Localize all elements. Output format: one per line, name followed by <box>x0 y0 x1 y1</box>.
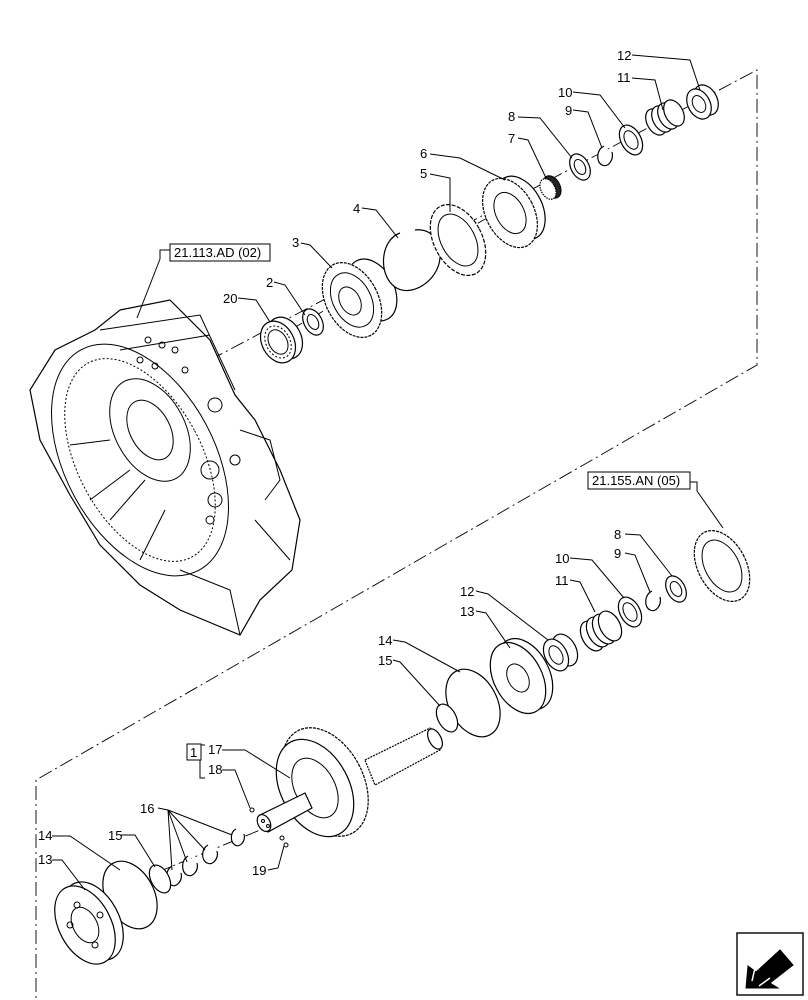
part-11-spring-lower <box>579 610 623 652</box>
reference-label-housing[interactable]: 21.113.AD (02) <box>136 243 271 319</box>
callout-16: 16 <box>140 801 154 816</box>
callout-19: 19 <box>252 863 266 878</box>
part-8-washer-lower <box>665 575 687 603</box>
part-20-bearing <box>259 316 304 364</box>
part-clutch-plate <box>693 530 751 602</box>
callout-20: 20 <box>223 291 237 306</box>
part-13-piston-left <box>54 881 124 965</box>
part-10-washer-upper <box>618 124 644 156</box>
part-16-snap-rings <box>166 828 245 887</box>
callout-3: 3 <box>292 235 299 250</box>
callout-6: 6 <box>420 146 427 161</box>
part-10-washer-lower <box>617 596 643 628</box>
part-15-seal-ring-left <box>148 864 172 894</box>
callout-13-right: 13 <box>460 604 474 619</box>
part-18-pin <box>249 807 255 813</box>
part-3-gear <box>321 258 398 338</box>
next-page-arrow-icon[interactable] <box>736 932 804 996</box>
callout-13-left: 13 <box>38 852 52 867</box>
reference-text-clutch-pack: 21.155.AN (05) <box>592 473 680 488</box>
callout-11-upper: 11 <box>617 70 631 85</box>
callout-9-lower: 9 <box>614 546 621 561</box>
part-9-snap-ring-lower <box>645 590 661 612</box>
part-12-cup-lower <box>542 633 579 672</box>
part-13-piston-lower <box>489 638 554 714</box>
part-11-spring-upper <box>645 99 685 136</box>
callout-8-lower: 8 <box>614 527 621 542</box>
callout-14-left: 14 <box>38 828 52 843</box>
part-7-pinion <box>539 175 562 200</box>
group-box: 1 <box>186 743 202 761</box>
part-12-cup-upper <box>686 84 719 120</box>
group-box-label: 1 <box>190 745 197 760</box>
callout-8-upper: 8 <box>508 109 515 124</box>
callout-11-lower: 11 <box>555 573 569 588</box>
reference-label-clutch-pack[interactable]: 21.155.AN (05) <box>587 471 724 529</box>
callout-12-upper: 12 <box>617 48 631 63</box>
callout-4: 4 <box>353 201 360 216</box>
callout-15-right: 15 <box>378 653 392 668</box>
transmission-housing <box>29 299 301 636</box>
part-6-clutch-hub <box>481 175 546 249</box>
callout-14-right: 14 <box>378 633 392 648</box>
callout-7: 7 <box>508 131 515 146</box>
part-17-shaft-gear <box>256 727 443 838</box>
callout-numbers: 12 11 10 9 8 7 6 5 4 3 2 20 8 9 10 11 12… <box>38 48 631 878</box>
callout-2: 2 <box>266 275 273 290</box>
part-2-ring <box>302 308 324 336</box>
callout-15-left: 15 <box>108 828 122 843</box>
part-5-clutch-disc <box>429 204 487 276</box>
part-9-snap-ring-upper <box>597 145 613 167</box>
callout-10-upper: 10 <box>558 85 572 100</box>
part-15-seal-ring-right <box>435 703 459 733</box>
reference-text-housing: 21.113.AD (02) <box>174 245 261 260</box>
callout-5: 5 <box>420 166 427 181</box>
callout-10-lower: 10 <box>555 551 569 566</box>
callout-17: 17 <box>208 742 222 757</box>
callout-12-lower: 12 <box>460 584 474 599</box>
callout-9-upper: 9 <box>565 103 572 118</box>
callout-18: 18 <box>208 762 222 777</box>
leader-lines <box>52 54 701 891</box>
part-8-washer-upper <box>569 153 591 181</box>
part-19-pins <box>279 835 289 848</box>
